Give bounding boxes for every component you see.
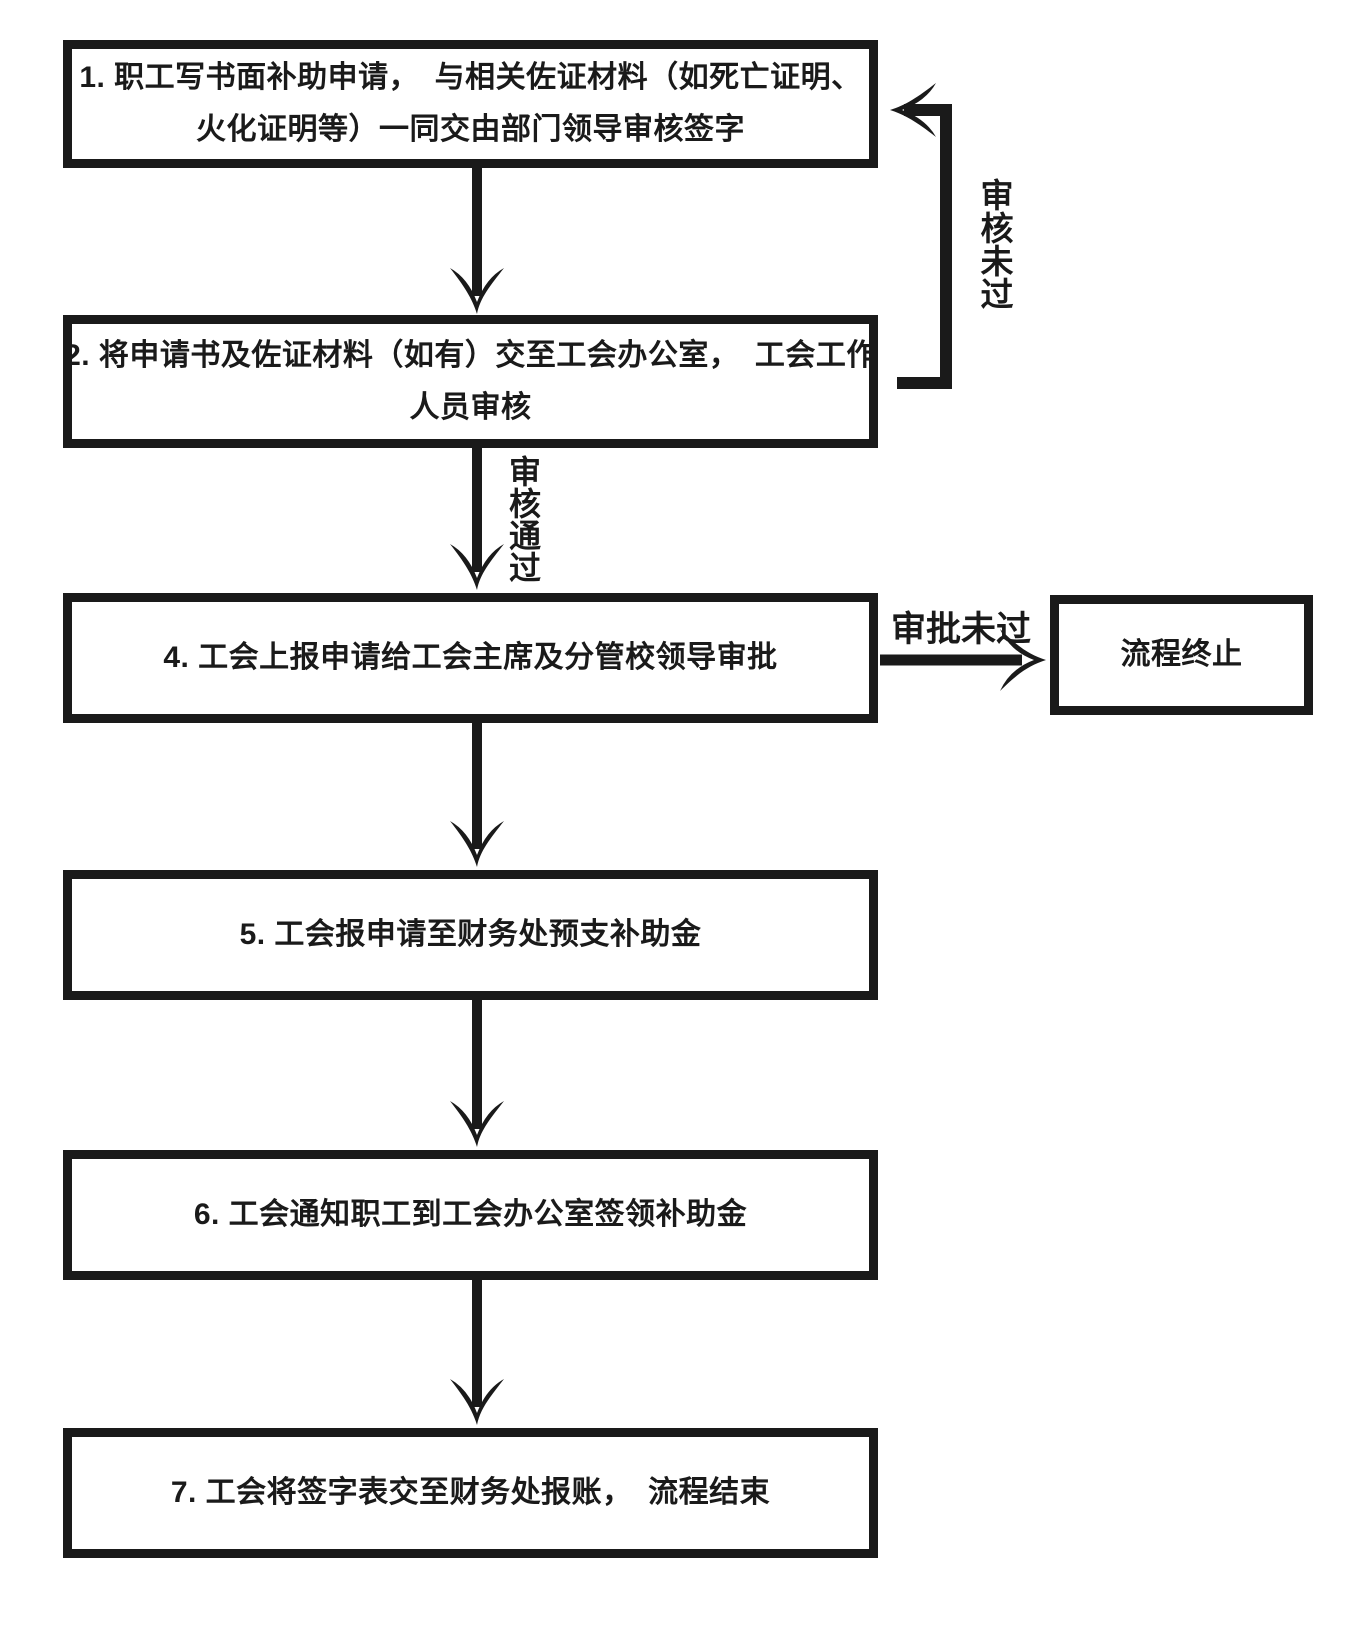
- step-5-text: 5. 工会报申请至财务处预支补助金: [239, 918, 702, 951]
- step-2-text-line-1: 2. 将申请书及佐证材料（如有）交至工会办公室， 工会工作: [64, 338, 877, 372]
- step-6-text: 6. 工会通知职工到工会办公室签领补助金: [193, 1198, 748, 1231]
- step-1-text-line-2: 火化证明等）一同交由部门领导审核签字: [196, 113, 745, 146]
- step-7-box: 7. 工会将签字表交至财务处报账， 流程结束: [63, 1428, 878, 1558]
- step-4-text: 4. 工会上报申请给工会主席及分管校领导审批: [163, 641, 778, 674]
- step-2-box: 2. 将申请书及佐证材料（如有）交至工会办公室， 工会工作 人员审核: [63, 315, 878, 448]
- step-4-box: 4. 工会上报申请给工会主席及分管校领导审批: [63, 593, 878, 723]
- step-1-text-line-1: 1. 职工写书面补助申请， 与相关佐证材料（如死亡证明、: [79, 61, 862, 94]
- arrow-step4-to-terminate: [880, 629, 1046, 691]
- step-1-box: 1. 职工写书面补助申请， 与相关佐证材料（如死亡证明、 火化证明等）一同交由部…: [63, 40, 878, 168]
- arrow-step1-to-step2: [450, 164, 504, 314]
- arrow-step6-to-step7: [450, 1274, 504, 1425]
- edge-label-review-passed: 审核通过: [505, 455, 541, 583]
- arrow-step2-to-step4: [450, 441, 504, 590]
- edge-label-review-failed: 审核未过: [976, 178, 1013, 310]
- step-6-box: 6. 工会通知职工到工会办公室签领补助金: [63, 1150, 878, 1280]
- arrow-step4-to-step5: [450, 719, 504, 867]
- arrow-step5-to-step6: [450, 996, 504, 1147]
- edge-label-approval-failed: 审批未过: [891, 610, 1032, 649]
- step-7-text: 7. 工会将签字表交至财务处报账， 流程结束: [170, 1476, 771, 1509]
- terminate-box: 流程终止: [1050, 595, 1313, 715]
- terminate-text: 流程终止: [1120, 638, 1243, 671]
- arrow-reject-step2-to-step1: [890, 83, 952, 389]
- step-2-text-line-2: 人员审核: [409, 390, 532, 424]
- step-5-box: 5. 工会报申请至财务处预支补助金: [63, 870, 878, 1000]
